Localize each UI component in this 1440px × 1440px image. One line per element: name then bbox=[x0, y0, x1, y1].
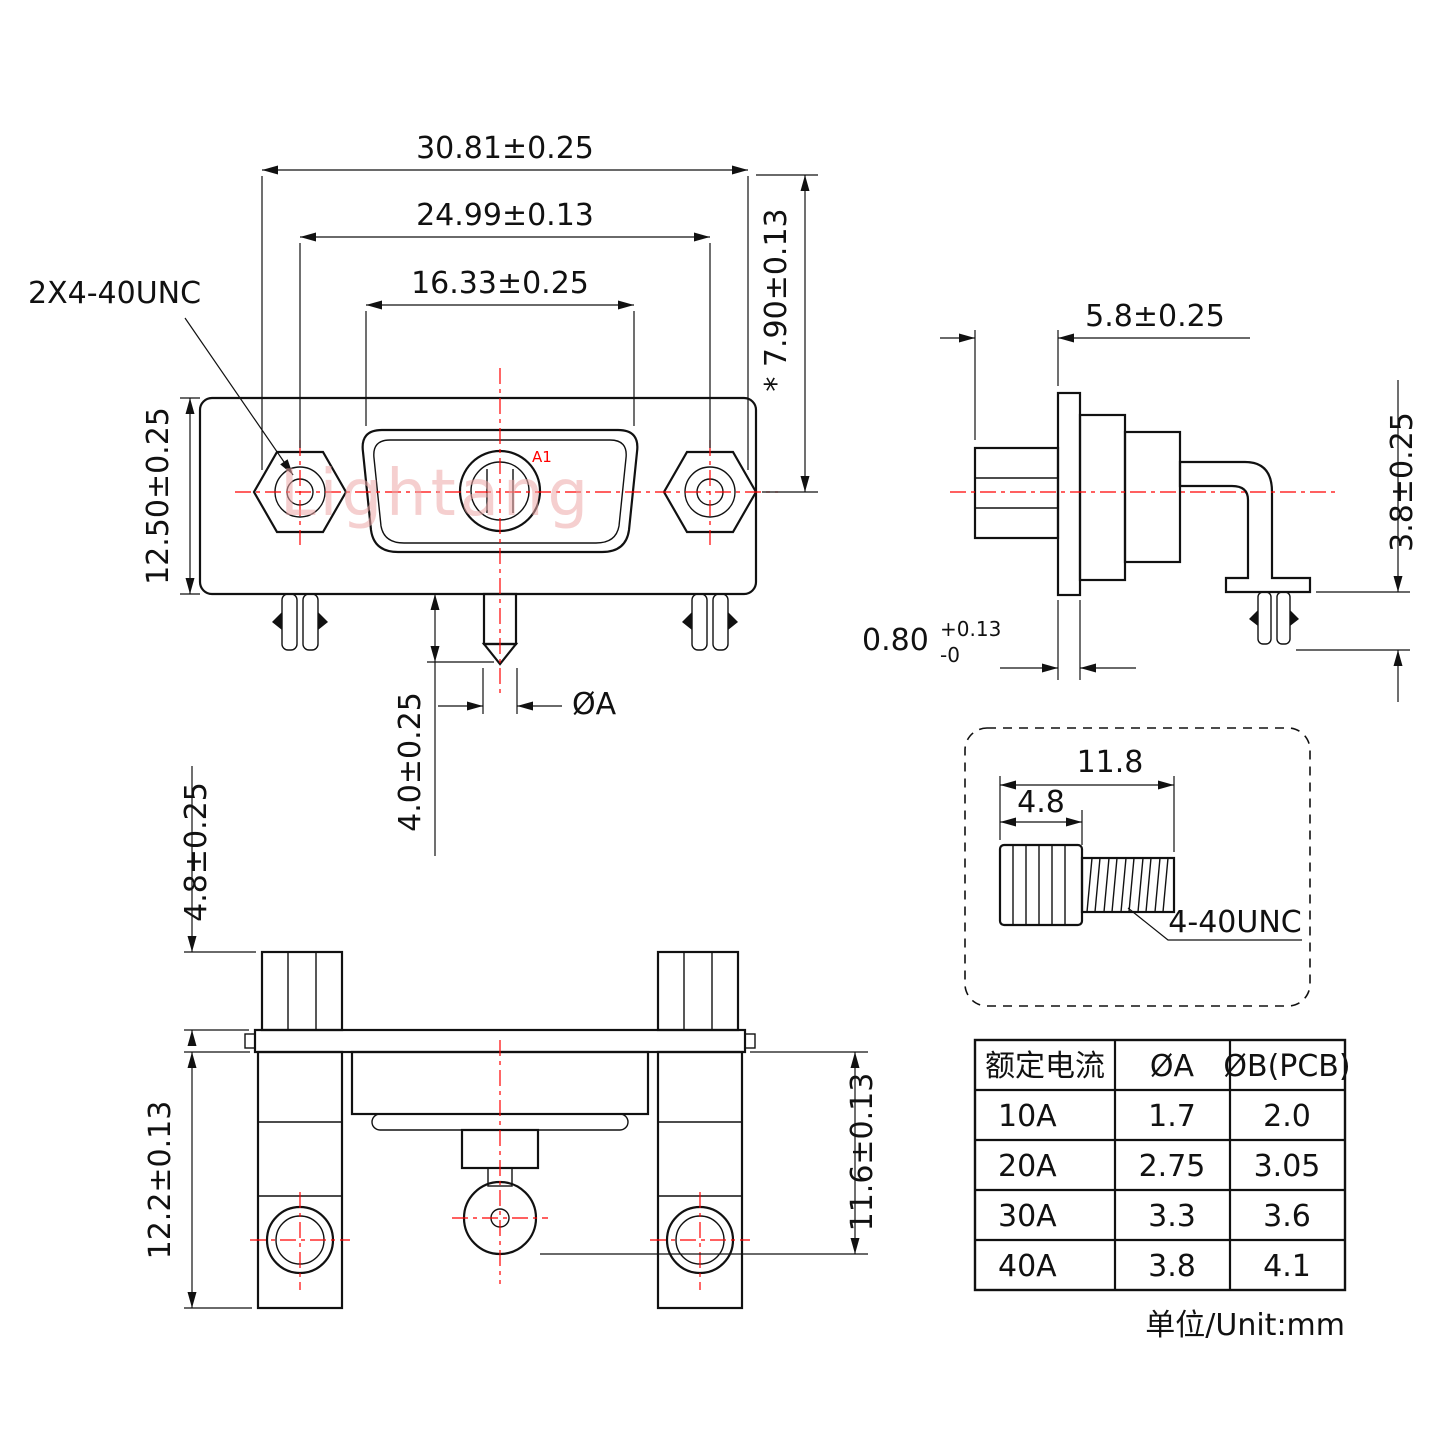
cell-dia-a-30a: 3.3 bbox=[1148, 1199, 1196, 1234]
dim-thickness-tol-minus: -0 bbox=[940, 643, 960, 667]
cell-dia-a-20a: 2.75 bbox=[1139, 1149, 1206, 1184]
screw-shaft bbox=[1080, 856, 1176, 914]
bracket-left bbox=[256, 1050, 344, 1310]
cell-current-30a: 30A bbox=[998, 1199, 1057, 1234]
thread-callout-label: 2X4-40UNC bbox=[28, 276, 201, 311]
side-view: 5.8±0.25 3.8±0.25 0.80 +0.13 -0 bbox=[862, 299, 1420, 702]
bracket-right bbox=[656, 1050, 744, 1310]
cell-dia-b-30a: 3.6 bbox=[1263, 1199, 1311, 1234]
clip-leg-side bbox=[1249, 591, 1299, 645]
hex-standoff bbox=[973, 446, 1060, 540]
dim-right-height-label: 11.6±0.13 bbox=[845, 1073, 880, 1232]
clip-leg-left bbox=[272, 593, 328, 651]
front-view: 30.81±0.25 24.99±0.13 16.33±0.25 12.50±0… bbox=[28, 131, 818, 856]
dsub-cutout-outer bbox=[361, 428, 639, 554]
cell-dia-b-20a: 3.05 bbox=[1254, 1149, 1321, 1184]
table-header-dia-b: ØB(PCB) bbox=[1223, 1049, 1350, 1084]
cell-dia-a-40a: 3.8 bbox=[1148, 1249, 1196, 1284]
dim-thickness-value: 0.80 bbox=[862, 623, 929, 658]
body-section-a bbox=[1078, 413, 1127, 582]
connector-body bbox=[198, 396, 758, 596]
spec-table: 额定电流 ØA ØB(PCB) 10A 1.7 2.0 20A 2.75 3.0… bbox=[973, 1038, 1351, 1343]
table-header-current: 额定电流 bbox=[985, 1049, 1105, 1084]
cell-current-40a: 40A bbox=[998, 1249, 1057, 1284]
table-row: 10A 1.7 2.0 bbox=[998, 1099, 1311, 1134]
dim-thickness-tol-plus: +0.13 bbox=[940, 617, 1001, 641]
screw-detail: 11.8 4.8 4-40UNC bbox=[964, 727, 1311, 1007]
table-row: 30A 3.3 3.6 bbox=[998, 1199, 1311, 1234]
dim-screw-head-label: 4.8 bbox=[1017, 785, 1065, 820]
table-row: 40A 3.8 4.1 bbox=[998, 1249, 1311, 1284]
unit-note: 单位/Unit:mm bbox=[1145, 1308, 1345, 1343]
cell-dia-a-10a: 1.7 bbox=[1148, 1099, 1196, 1134]
contact-a1-label: A1 bbox=[532, 448, 552, 466]
table-row: 20A 2.75 3.05 bbox=[998, 1149, 1320, 1184]
dim-outer-width-label: 30.81±0.25 bbox=[416, 131, 594, 166]
bottom-view: 4.8±0.25 12.2±0.13 11.6±0.13 bbox=[143, 766, 880, 1310]
dim-standoff-label: 5.8±0.25 bbox=[1085, 299, 1225, 334]
hex-nut-side-right bbox=[656, 950, 740, 1032]
clip-leg-right bbox=[682, 593, 738, 651]
screw-thread-label: 4-40UNC bbox=[1168, 905, 1301, 940]
dim-leg-label: 3.8±0.25 bbox=[1385, 412, 1420, 552]
table-header-dia-a: ØA bbox=[1150, 1049, 1195, 1084]
cell-current-10a: 10A bbox=[998, 1099, 1057, 1134]
dim-height-label: 12.50±0.25 bbox=[141, 407, 176, 585]
dim-screw-total-label: 11.8 bbox=[1077, 745, 1144, 780]
dsub-cutout-inner bbox=[373, 439, 627, 544]
dim-pin-dia-label: ØA bbox=[572, 687, 617, 722]
detail-frame bbox=[964, 727, 1311, 1007]
hex-nut-left bbox=[252, 450, 348, 534]
right-angle-bracket bbox=[1178, 460, 1312, 594]
dim-pin-length-label: 4.0±0.25 bbox=[393, 692, 428, 832]
cell-dia-b-10a: 2.0 bbox=[1263, 1099, 1311, 1134]
dim-left-height-label: 12.2±0.13 bbox=[143, 1101, 178, 1260]
hex-nut-side-left bbox=[260, 950, 344, 1032]
dim-nut-height-label: 4.8±0.25 bbox=[179, 782, 214, 922]
body-section-b bbox=[1123, 430, 1182, 564]
cell-current-20a: 20A bbox=[998, 1149, 1057, 1184]
table-border bbox=[973, 1038, 1347, 1292]
dim-top-to-center-label: * 7.90±0.13 bbox=[759, 208, 794, 391]
cell-dia-b-40a: 4.1 bbox=[1263, 1249, 1311, 1284]
dim-mid-width-label: 24.99±0.13 bbox=[416, 198, 594, 233]
watermark: Lightang bbox=[280, 457, 592, 531]
dim-inner-width-label: 16.33±0.25 bbox=[411, 266, 589, 301]
flange-plate bbox=[1056, 391, 1082, 597]
